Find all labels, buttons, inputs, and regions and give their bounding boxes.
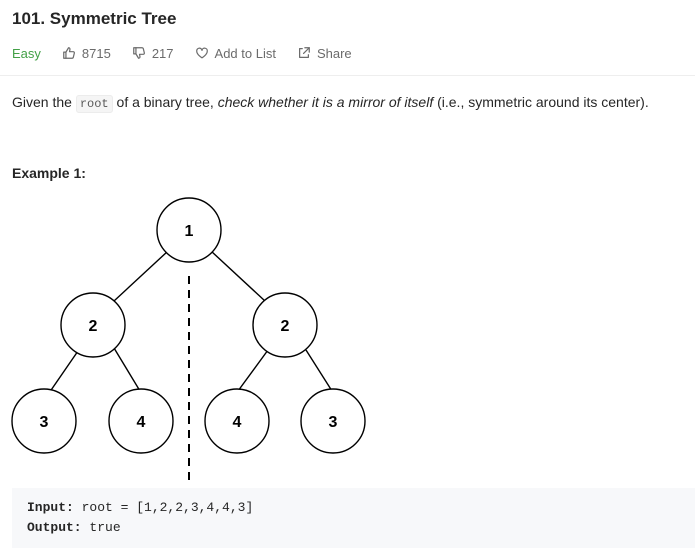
tree-node-right-left xyxy=(204,388,270,454)
edge-right-rightright xyxy=(305,349,333,392)
add-to-list-button[interactable]: Add to List xyxy=(195,46,276,61)
edge-right-rightleft xyxy=(237,349,269,392)
dislike-button[interactable]: 217 xyxy=(132,46,174,61)
example-output-line: Output: true xyxy=(27,520,121,535)
tree-node-left xyxy=(60,292,126,358)
edge-root-right xyxy=(210,250,266,302)
output-label: Output: xyxy=(27,520,82,535)
tree-node-right xyxy=(252,292,318,358)
share-label: Share xyxy=(316,45,352,61)
difficulty-badge: Easy xyxy=(12,45,41,61)
add-to-list-label: Add to List xyxy=(214,45,276,61)
tree-node-left-label: 2 xyxy=(89,318,98,335)
tree-node-left-right-label: 4 xyxy=(137,414,146,431)
header-divider xyxy=(0,75,695,76)
like-count: 8715 xyxy=(81,45,111,61)
share-icon xyxy=(298,47,310,58)
example-code-block: Input: root = [1,2,2,3,4,4,3] Output: tr… xyxy=(12,488,695,548)
like-button[interactable]: 8715 xyxy=(62,46,111,61)
problem-description: Given the root of a binary tree, check w… xyxy=(12,93,649,113)
tree-node-right-label: 2 xyxy=(281,318,290,335)
edge-left-leftright xyxy=(113,347,141,392)
description-text-end: (i.e., symmetric around its center). xyxy=(433,94,649,110)
problem-title: 101. Symmetric Tree xyxy=(12,9,177,28)
edge-left-leftleft xyxy=(46,350,79,397)
heart-icon xyxy=(195,47,208,59)
tree-node-right-right-label: 3 xyxy=(329,414,338,431)
tree-node-right-right xyxy=(300,388,366,454)
example-title: Example 1: xyxy=(12,165,86,181)
description-code-root: root xyxy=(75,95,113,113)
input-label: Input: xyxy=(27,500,74,515)
problem-meta-bar: Easy 8715 217 Add to List xyxy=(12,43,373,63)
thumbs-up-icon xyxy=(63,47,75,59)
input-value: root = [1,2,2,3,4,4,3] xyxy=(73,500,254,515)
description-text-start: Given the xyxy=(12,94,76,110)
tree-node-root xyxy=(156,197,222,263)
edge-root-left xyxy=(113,250,169,302)
symmetric-tree-diagram: 1 2 2 3 4 4 3 xyxy=(11,197,366,486)
tree-node-left-right xyxy=(108,388,174,454)
share-button[interactable]: Share xyxy=(297,46,352,61)
tree-node-left-left-label: 3 xyxy=(40,414,49,431)
description-text-middle: of a binary tree, xyxy=(112,94,218,110)
tree-node-root-label: 1 xyxy=(185,223,194,240)
tree-node-right-left-label: 4 xyxy=(233,414,242,431)
tree-node-left-left xyxy=(11,388,77,454)
description-emphasis: check whether it is a mirror of itself xyxy=(217,94,434,110)
thumbs-down-icon xyxy=(132,47,145,59)
dislike-count: 217 xyxy=(151,45,174,61)
example-input-line: Input: root = [1,2,2,3,4,4,3] xyxy=(27,500,253,515)
output-value: true xyxy=(81,520,121,535)
